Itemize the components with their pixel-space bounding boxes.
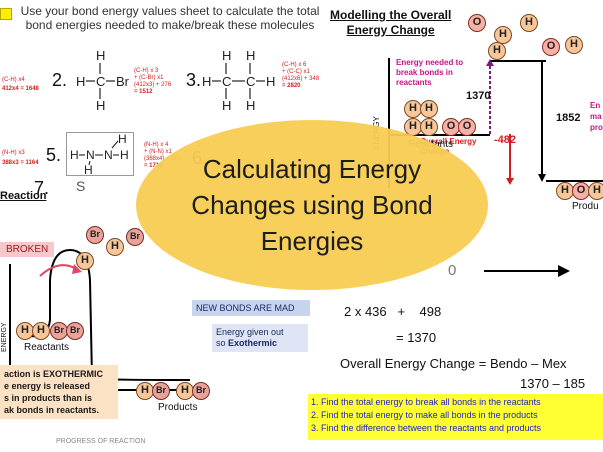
reaction-products-label: Products xyxy=(158,402,198,413)
svg-text:H: H xyxy=(246,48,255,63)
atom-h-11: H xyxy=(106,238,124,256)
reaction-title: Reaction xyxy=(0,190,47,202)
atom-h-12: H xyxy=(76,252,94,270)
svg-text:H: H xyxy=(96,48,105,63)
title-banner: Calculating Energy Changes using Bond En… xyxy=(136,120,488,290)
m1-label: (C-H) x4 xyxy=(2,77,25,83)
calc-formula: 2 x 436 + 498 xyxy=(344,304,442,319)
steps-box: 1. Find the total energy to break all bo… xyxy=(308,394,603,440)
atom-o-2: O xyxy=(542,38,560,56)
svg-text:H: H xyxy=(70,148,79,162)
instruction-text: Use your bond energy values sheet to cal… xyxy=(20,4,320,32)
modelling-products-label: Produ xyxy=(572,201,599,212)
zero-cut: 0 xyxy=(448,262,457,279)
progress-axis-label: PROGRESS OF REACTION xyxy=(56,438,146,445)
reaction-energy-axis-label: ENERGY xyxy=(1,322,8,352)
broken-label: BROKEN xyxy=(0,242,55,257)
m2-structure: H H C Br H xyxy=(76,48,130,112)
svg-text:H: H xyxy=(84,163,93,175)
svg-text:C: C xyxy=(222,74,231,89)
banner-title: Calculating Energy Changes using Bond En… xyxy=(191,154,433,256)
svg-text:Br: Br xyxy=(116,74,130,89)
svg-text:H: H xyxy=(202,74,211,89)
svg-text:H: H xyxy=(120,148,129,162)
right-cut-label: En ma pro xyxy=(590,101,603,132)
svg-text:C: C xyxy=(246,74,255,89)
break-label: Energy needed to break bonds in reactant… xyxy=(396,58,464,87)
atom-h-8: H xyxy=(420,118,438,136)
atom-h-4: H xyxy=(488,42,506,60)
value-neg-482: -482 xyxy=(494,134,517,146)
atom-h-10: H xyxy=(588,182,603,200)
modelling-y-axis xyxy=(388,58,390,188)
atom-h-14: H xyxy=(32,322,50,340)
calc-partial: 1370 – 185 xyxy=(520,376,586,391)
m4-calc: 388x3 = 1164 xyxy=(2,160,39,166)
atom-o-4: O xyxy=(458,118,476,136)
m7-number: 7. xyxy=(34,178,50,198)
step-2: 2. Find the total energy to make all bon… xyxy=(311,410,538,420)
m7-sulfur: S xyxy=(76,178,86,194)
svg-text:H: H xyxy=(222,48,231,63)
peak-level xyxy=(490,60,546,62)
m3-calc: (C-H) x 6 + (C-C) x1 (412x6) + 348 = 282… xyxy=(282,62,320,89)
reaction-reactants-label: Reactants xyxy=(24,342,70,353)
svg-text:C: C xyxy=(96,74,105,89)
step-3: 3. Find the difference between the react… xyxy=(311,423,541,433)
atom-br-2: Br xyxy=(126,228,144,246)
energy-given-out-box: Energy given out so Exothermic xyxy=(212,324,308,352)
atom-o-1: O xyxy=(468,14,486,32)
svg-text:H: H xyxy=(246,98,255,112)
atom-br-5: Br xyxy=(152,382,170,400)
value-1852: 1852 xyxy=(556,112,581,124)
svg-text:H: H xyxy=(222,98,231,112)
atom-h-6: H xyxy=(420,100,438,118)
modelling-arrows xyxy=(486,59,546,185)
m3-number: 3. xyxy=(186,70,202,90)
svg-text:N: N xyxy=(104,148,113,162)
exothermic-box: action is EXOTHERMIC e energy is release… xyxy=(0,365,118,419)
bonds-made-label: NEW BONDS ARE MAD xyxy=(192,300,310,316)
overall-energy-change: Overall Energy Change = Bendo – Mex xyxy=(340,356,567,371)
atom-br-6: Br xyxy=(192,382,210,400)
svg-text:N: N xyxy=(86,148,95,162)
yellow-marker xyxy=(0,8,12,20)
atom-h-3: H xyxy=(565,36,583,54)
m2-calc: (C-H) x 3 + (C-Br) x1 (412x3) + 276 = 15… xyxy=(134,68,172,95)
value-1370: 1370 xyxy=(466,90,491,102)
calc-equals: = 1370 xyxy=(396,330,437,345)
svg-text:H: H xyxy=(266,74,275,89)
m5-structure-box xyxy=(66,132,134,176)
atom-br-1: Br xyxy=(86,226,104,244)
m2-number: 2. xyxy=(52,70,68,90)
product-level xyxy=(546,180,603,182)
m5-number: 5. xyxy=(46,145,62,165)
atom-h-2: H xyxy=(520,14,538,32)
m1-calc: 412x4 = 1648 xyxy=(2,86,39,92)
atom-br-4: Br xyxy=(66,322,84,340)
modelling-title: Modelling the Overall Energy Change xyxy=(330,8,452,37)
svg-text:H: H xyxy=(96,98,105,112)
calc-arrow xyxy=(484,265,570,277)
m4-label: (N-H) x3 xyxy=(2,150,25,156)
step-1: 1. Find the total energy to break all bo… xyxy=(311,397,541,407)
svg-text:H: H xyxy=(118,133,127,146)
reactant-level xyxy=(390,134,490,136)
svg-text:H: H xyxy=(76,74,85,89)
